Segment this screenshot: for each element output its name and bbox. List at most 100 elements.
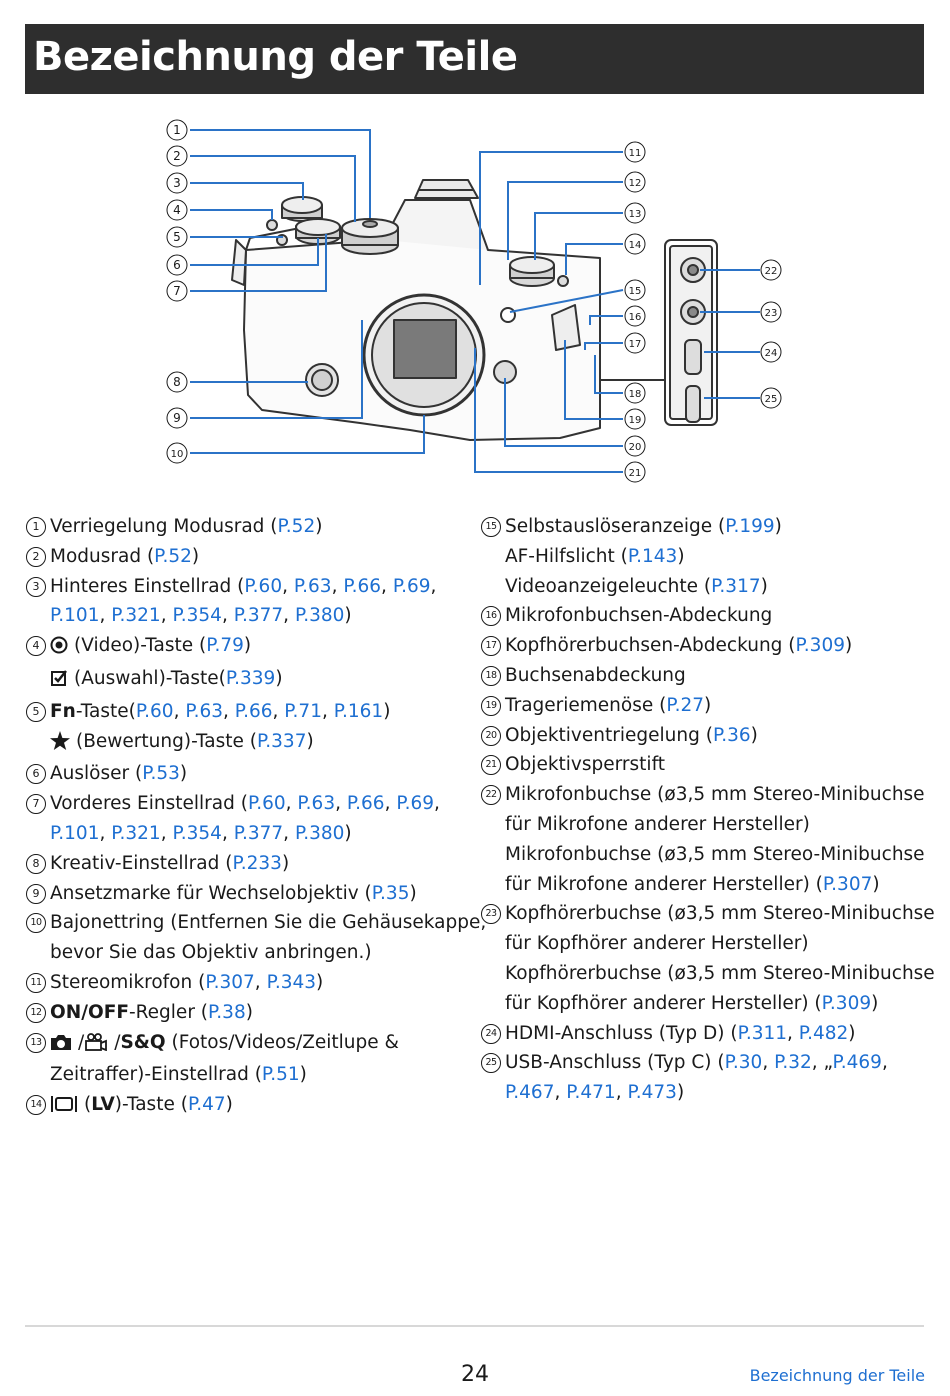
part-text: ) — [760, 575, 768, 597]
page-reference-link[interactable]: P.27 — [666, 694, 705, 716]
page-reference-link[interactable]: P.30 — [724, 1052, 763, 1074]
part-number-badge: 2 — [26, 546, 46, 567]
svg-text:6: 6 — [173, 258, 181, 272]
part-text: Modusrad ( — [50, 545, 155, 567]
page-reference-link[interactable]: P.233 — [232, 852, 282, 874]
part-number-badge: 25 — [481, 1053, 501, 1074]
part-description-line: HDMI-Anschluss (Typ D) (P.311, P.482) — [505, 1019, 926, 1049]
page-reference-link[interactable]: P.473 — [627, 1082, 677, 1104]
page-reference-link[interactable]: P.482 — [798, 1022, 849, 1044]
part-number-badge: 19 — [481, 695, 501, 716]
svg-text:19: 19 — [629, 415, 642, 426]
page-reference-link[interactable]: P.36 — [712, 724, 751, 746]
part-number-badge: 5 — [26, 701, 46, 722]
page-reference-link[interactable]: P.71 — [284, 700, 322, 722]
part-text: ON/OFF — [50, 1001, 129, 1023]
callout-numbers: 1 2 3 4 5 6 7 8 9 10 11 12 13 14 15 16 1… — [166, 119, 782, 483]
callout-17: 17 — [624, 332, 646, 354]
movie-camera-icon — [84, 1031, 108, 1061]
page-reference-link[interactable]: P.199 — [725, 516, 775, 537]
page-reference-link[interactable]: P.66 — [343, 575, 382, 597]
page-reference-link[interactable]: P.321 — [111, 822, 161, 844]
page-reference-link[interactable]: P.60 — [135, 700, 174, 722]
page-reference-link[interactable]: P.79 — [206, 635, 244, 657]
part-text: (Bewertung)-Taste ( — [76, 730, 257, 752]
part-text: , — [283, 822, 295, 844]
page-reference-link[interactable]: P.471 — [566, 1082, 616, 1104]
page-reference-link[interactable]: P.311 — [737, 1022, 788, 1044]
part-description-line: (Video)-Taste (P.79) — [50, 631, 466, 664]
page-reference-link[interactable]: P.317 — [711, 575, 761, 597]
page-reference-link[interactable]: P.35 — [371, 882, 410, 904]
part-text: ) — [750, 724, 758, 746]
page-reference-link[interactable]: P.143 — [627, 545, 678, 567]
svg-text:8: 8 — [173, 375, 181, 389]
part-description-line: Stereomikrofon (P.307, P.343) — [50, 968, 466, 998]
svg-text:4: 4 — [173, 203, 181, 217]
page-reference-link[interactable]: P.307 — [205, 971, 255, 993]
part-text: , — [221, 822, 234, 844]
part-description-line: Kopfhörerbuchse (ø3,5 mm Stereo-Minibuch… — [505, 899, 935, 929]
running-footer-link[interactable]: Bezeichnung der Teile — [749, 1366, 925, 1385]
part-text: ( — [84, 1094, 92, 1116]
page-reference-link[interactable]: P.339 — [225, 667, 276, 689]
part-text: , — [384, 793, 397, 815]
page-reference-link[interactable]: P.343 — [266, 971, 317, 993]
part-text: , — [881, 1052, 888, 1074]
page-reference-link[interactable]: P.337 — [257, 730, 307, 752]
page-reference-link[interactable]: P.63 — [293, 575, 332, 597]
page-reference-link[interactable]: P.66 — [346, 793, 385, 815]
part-number-badge: 6 — [26, 764, 46, 785]
lv-icon — [50, 1093, 78, 1123]
part-text: ) — [871, 992, 879, 1014]
part-text: Ansetzmarke für Wechselobjektiv ( — [50, 882, 372, 904]
page-reference-link[interactable]: P.101 — [50, 822, 100, 844]
page-reference-link[interactable]: P.60 — [247, 793, 286, 815]
page-reference-link[interactable]: P.377 — [233, 605, 284, 627]
page-reference-link[interactable]: P.32 — [774, 1052, 812, 1074]
page-reference-link[interactable]: P.321 — [111, 605, 161, 627]
page-reference-link[interactable]: P.467 — [505, 1082, 555, 1104]
camera-icon — [50, 1031, 72, 1061]
part-text: ) — [409, 882, 417, 904]
page-reference-link[interactable]: P.63 — [185, 700, 224, 722]
page-reference-link[interactable]: P.161 — [333, 700, 384, 722]
page-reference-link[interactable]: P.469 — [832, 1052, 882, 1074]
page-reference-link[interactable]: P.380 — [294, 822, 345, 844]
page-reference-link[interactable]: P.354 — [172, 822, 222, 844]
page-reference-link[interactable]: P.354 — [172, 605, 222, 627]
page-reference-link[interactable]: P.307 — [822, 873, 873, 895]
part-description-line: Objektiventriegelung (P.36) — [505, 721, 926, 751]
callout-9: 9 — [166, 407, 188, 429]
page-reference-link[interactable]: P.53 — [142, 763, 180, 785]
page-reference-link[interactable]: P.52 — [154, 545, 192, 567]
page-reference-link[interactable]: P.101 — [50, 605, 100, 627]
page-reference-link[interactable]: P.309 — [821, 992, 872, 1014]
part-text: ) — [848, 1022, 856, 1044]
page-reference-link[interactable]: P.377 — [233, 822, 284, 844]
page-reference-link[interactable]: P.38 — [208, 1001, 246, 1023]
part-text: Trageriemenöse ( — [505, 694, 667, 716]
callout-16: 16 — [624, 305, 646, 327]
page-reference-link[interactable]: P.66 — [234, 700, 273, 722]
part-text: ) — [676, 1082, 685, 1104]
page-reference-link[interactable]: P.69 — [396, 793, 435, 815]
page-reference-link[interactable]: P.47 — [187, 1094, 226, 1116]
page-reference-link[interactable]: P.60 — [244, 575, 283, 597]
part-description-line: Zeitraffer)-Einstellrad (P.51) — [50, 1060, 466, 1090]
part-entry-4: 4(Video)-Taste (P.79)(Auswahl)-Taste(P.3… — [26, 631, 466, 697]
part-description-line: bevor Sie das Objektiv anbringen.) — [50, 938, 466, 968]
part-text: ) — [344, 822, 352, 844]
page-reference-link[interactable]: P.63 — [297, 793, 336, 815]
page-reference-link[interactable]: P.380 — [294, 605, 345, 627]
part-description-line: Auslöser (P.53) — [50, 759, 466, 789]
page-reference-link[interactable]: P.51 — [261, 1064, 300, 1086]
part-text: , „ — [811, 1052, 833, 1074]
page-reference-link[interactable]: P.309 — [795, 635, 845, 657]
callout-10: 10 — [166, 442, 188, 464]
page-reference-link[interactable]: P.52 — [277, 516, 316, 537]
page-reference-link[interactable]: P.69 — [392, 575, 431, 597]
